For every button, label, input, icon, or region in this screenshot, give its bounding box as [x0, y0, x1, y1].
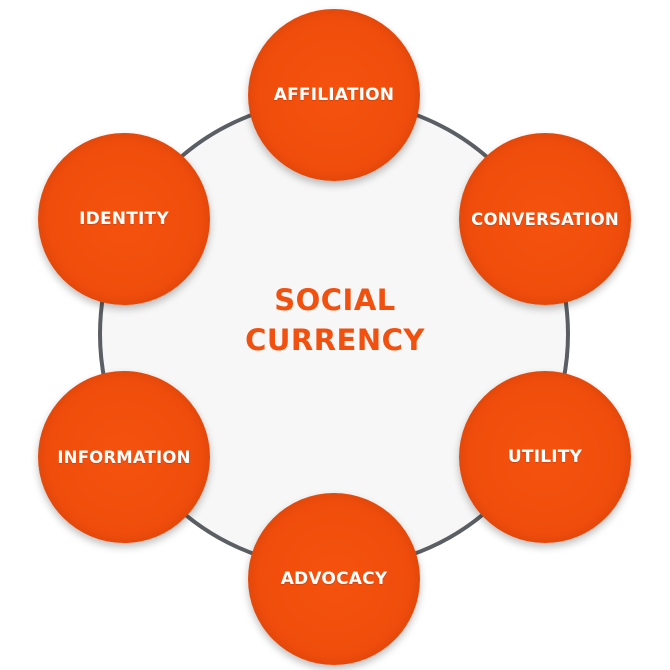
- node-identity: IDENTITY: [38, 133, 210, 305]
- node-affiliation: AFFILIATION: [248, 9, 420, 181]
- node-advocacy: ADVOCACY: [248, 493, 420, 665]
- node-conversation-label: CONVERSATION: [471, 209, 619, 229]
- node-conversation: CONVERSATION: [459, 133, 631, 305]
- center-title-line-1: SOCIAL: [274, 283, 396, 317]
- node-advocacy-label: ADVOCACY: [280, 569, 388, 589]
- center-title-line-2: CURRENCY: [245, 323, 425, 357]
- node-information: INFORMATION: [38, 371, 210, 543]
- center-title: SOCIAL CURRENCY: [200, 280, 470, 360]
- node-utility-label: UTILITY: [507, 447, 583, 467]
- node-information-label: INFORMATION: [57, 447, 191, 467]
- node-identity-label: IDENTITY: [79, 209, 169, 229]
- node-utility: UTILITY: [459, 371, 631, 543]
- node-affiliation-label: AFFILIATION: [273, 85, 395, 105]
